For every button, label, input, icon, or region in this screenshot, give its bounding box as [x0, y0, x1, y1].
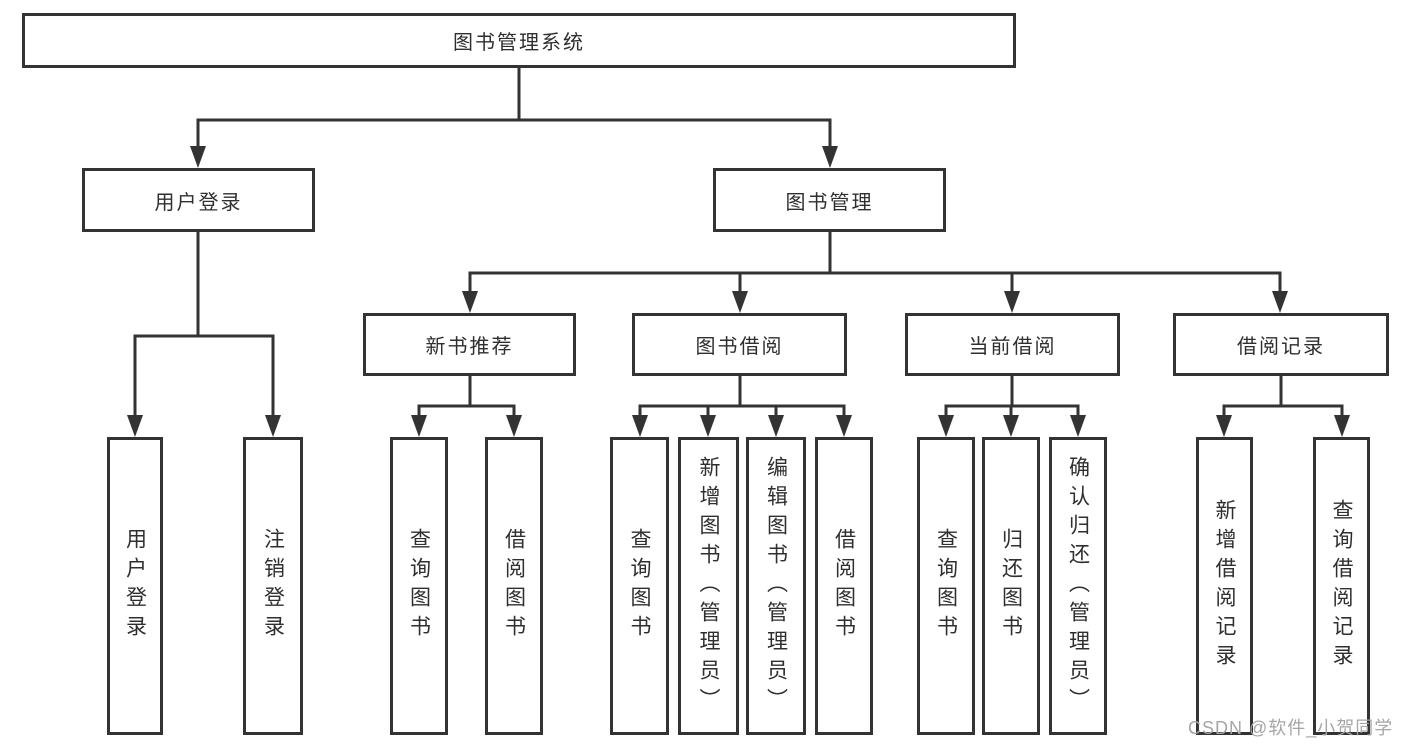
leaf-query-books-borrowing: 查询图书 [610, 437, 669, 735]
leaf-add-books-admin: 新增图书（管理员） [678, 437, 739, 735]
leaf-edit-books-admin: 编辑图书（管理员） [746, 437, 806, 735]
node-library-management-system: 图书管理系统 [22, 13, 1016, 68]
leaf-borrow-books-recommendation: 借阅图书 [485, 437, 543, 735]
leaf-add-borrow-record: 新增借阅记录 [1196, 437, 1253, 735]
leaf-borrow-books-borrowing: 借阅图书 [815, 437, 873, 735]
leaf-user-login: 用户登录 [107, 437, 163, 735]
leaf-query-books-recommendation: 查询图书 [390, 437, 448, 735]
node-borrowing-records: 借阅记录 [1173, 313, 1389, 376]
node-book-management: 图书管理 [713, 168, 946, 232]
leaf-confirm-return-admin: 确认归还（管理员） [1049, 437, 1107, 735]
node-user-login: 用户登录 [82, 168, 315, 232]
leaf-query-books-current: 查询图书 [917, 437, 975, 735]
node-book-borrowing: 图书借阅 [632, 313, 847, 376]
node-new-book-recommendation: 新书推荐 [363, 313, 576, 376]
csdn-watermark: CSDN @软件_小贺同学 [1188, 718, 1394, 738]
leaf-logout-login: 注销登录 [243, 437, 303, 735]
leaf-return-books: 归还图书 [982, 437, 1040, 735]
node-current-borrowing: 当前借阅 [905, 313, 1120, 376]
leaf-query-borrow-record: 查询借阅记录 [1313, 437, 1370, 735]
